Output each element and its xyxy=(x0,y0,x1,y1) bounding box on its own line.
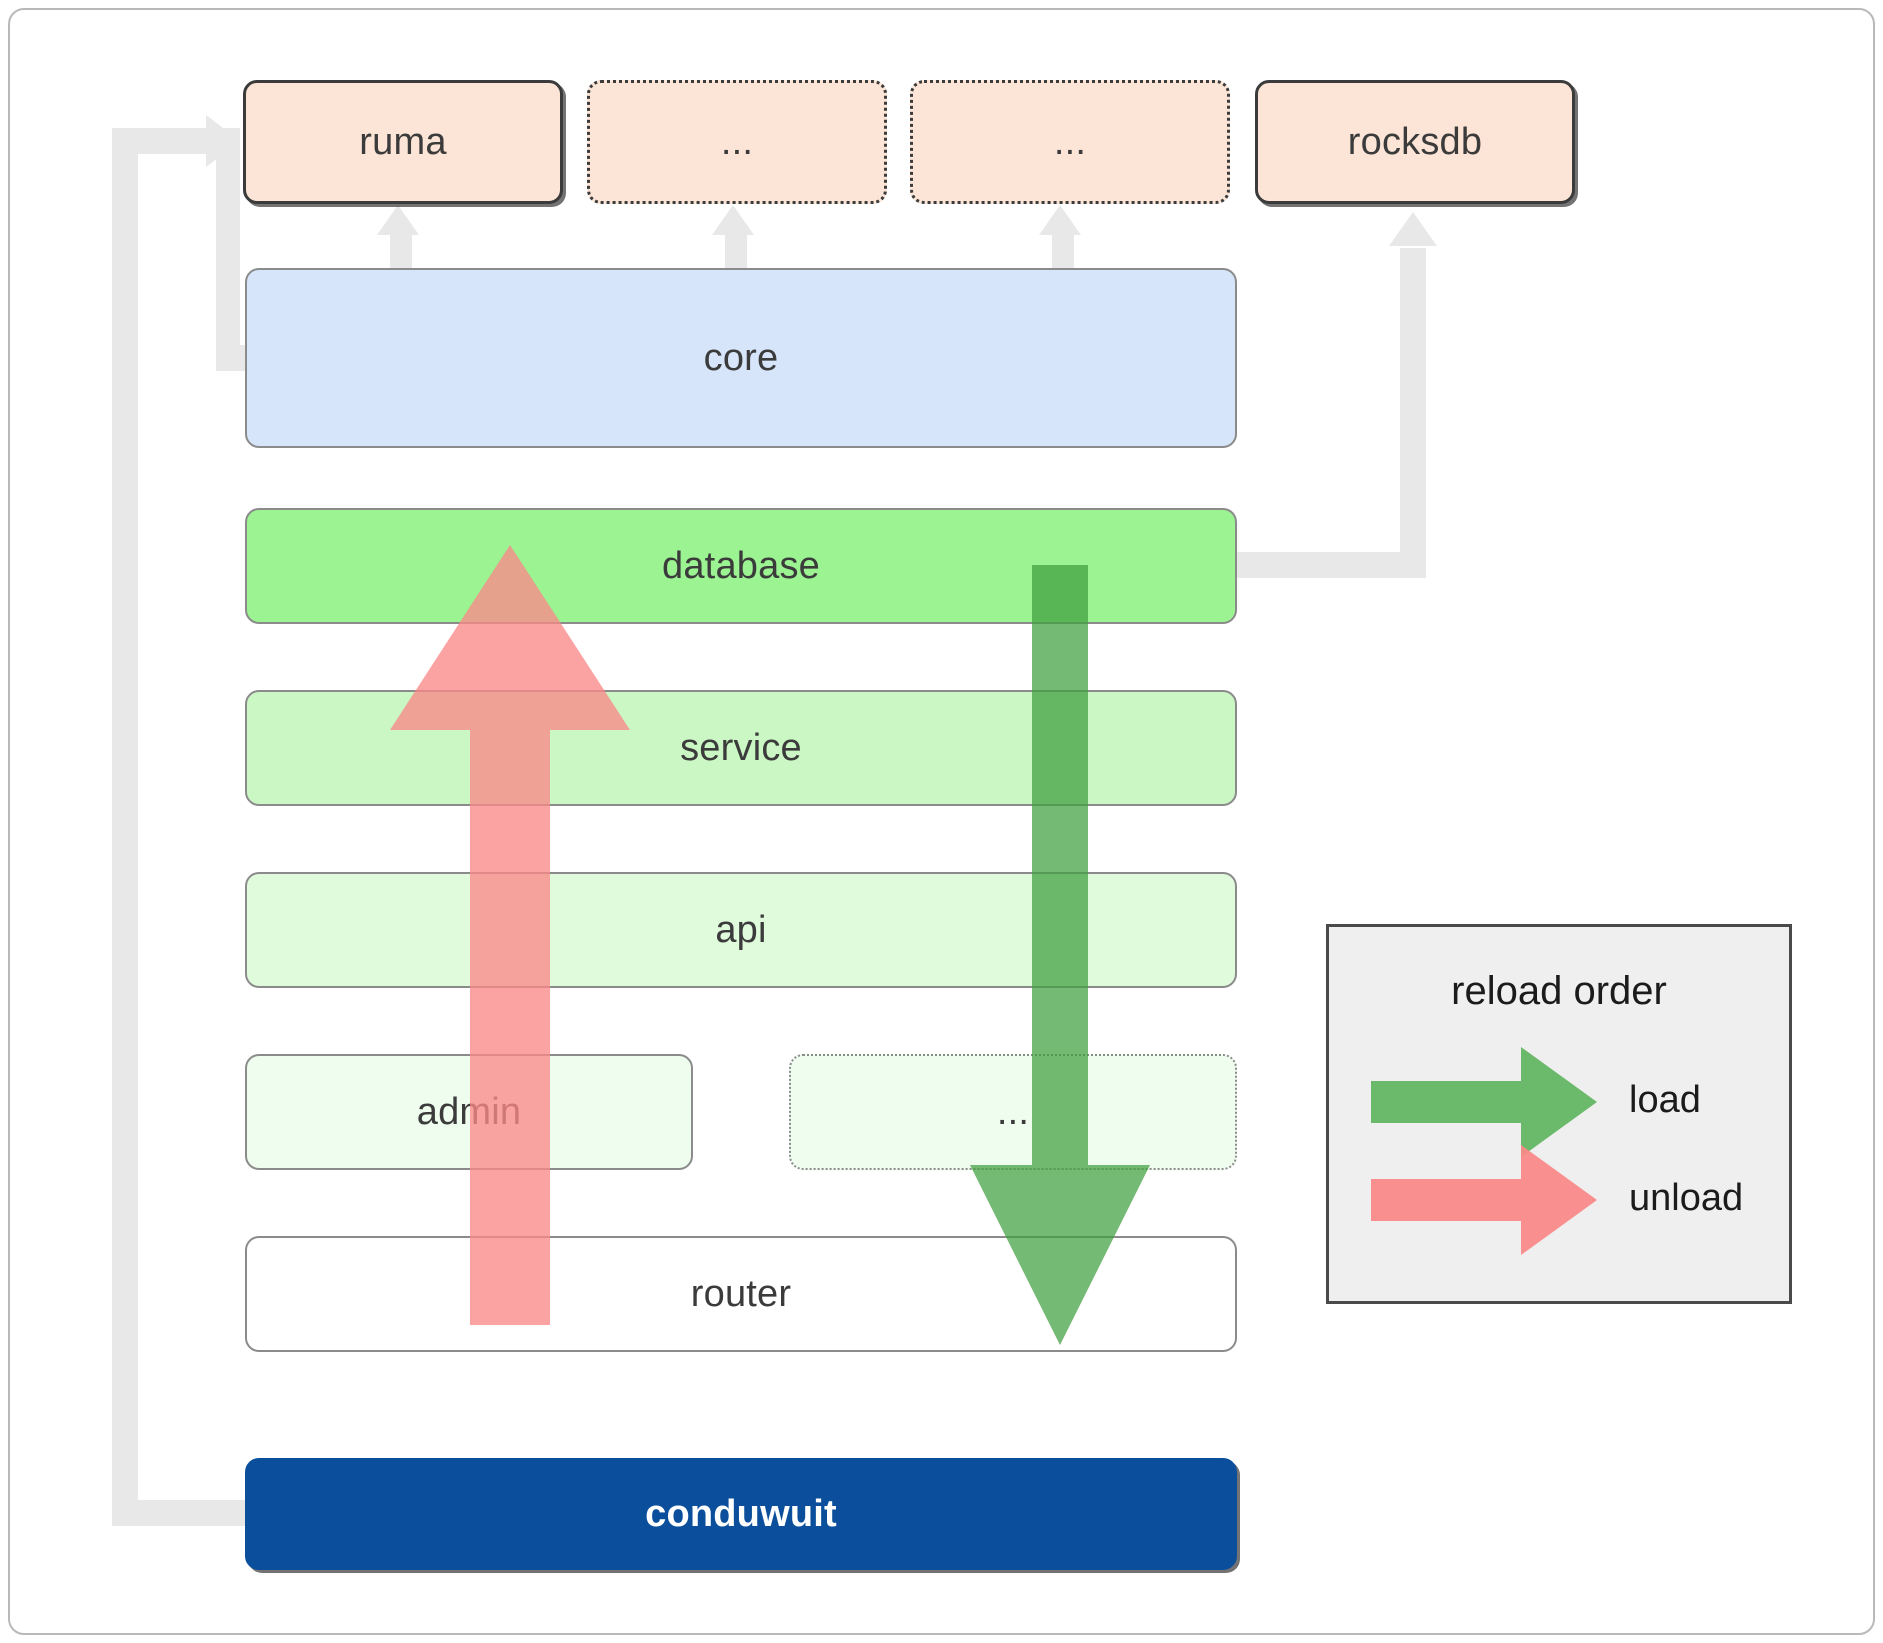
node-core[interactable]: core xyxy=(245,268,1237,448)
connector-core-to-dots2-head xyxy=(1039,205,1081,235)
legend-unload-label: unload xyxy=(1629,1177,1744,1219)
connector-arrowhead-rocksdb xyxy=(1389,212,1437,246)
node-rocksdb-label: rocksdb xyxy=(1347,120,1483,163)
load-arrow xyxy=(970,565,1150,1345)
node-router-label: router xyxy=(690,1272,792,1315)
diagram-frame xyxy=(8,8,1875,1635)
connector-left-spine-outer xyxy=(112,128,138,1526)
node-top-ellipsis-2-label: ... xyxy=(1053,120,1087,163)
node-top-ellipsis-1-label: ... xyxy=(720,120,754,163)
connector-database-to-rocksdb-v xyxy=(1400,248,1426,568)
connector-core-to-dots1-head xyxy=(712,205,754,235)
unload-arrow xyxy=(390,545,630,1325)
connector-spine-to-ruma xyxy=(112,128,212,154)
node-conduwuit-label: conduwuit xyxy=(645,1492,837,1535)
legend-title: reload order xyxy=(1451,969,1667,1013)
node-conduwuit[interactable]: conduwuit xyxy=(245,1458,1237,1570)
legend-load-arrow xyxy=(1371,1047,1597,1157)
legend-load-label: load xyxy=(1629,1079,1701,1121)
node-database-label: database xyxy=(662,544,820,587)
legend-panel: reload order load unload xyxy=(1326,924,1792,1304)
node-core-label: core xyxy=(703,336,779,379)
connector-core-to-ruma-stem xyxy=(390,230,412,270)
connector-core-to-dots1-stem xyxy=(725,230,747,270)
node-api-label: api xyxy=(715,908,767,951)
node-top-ellipsis-1[interactable]: ... xyxy=(587,80,887,204)
node-rocksdb[interactable]: rocksdb xyxy=(1255,80,1575,204)
connector-core-to-dots2-stem xyxy=(1052,230,1074,270)
node-ruma-label: ruma xyxy=(359,120,447,163)
node-top-ellipsis-2[interactable]: ... xyxy=(910,80,1230,204)
node-stack-ellipsis-label: ... xyxy=(996,1090,1030,1133)
connector-spine-inner xyxy=(216,128,240,358)
node-service-label: service xyxy=(680,726,802,769)
connector-core-to-ruma-head xyxy=(377,205,419,235)
node-ruma[interactable]: ruma xyxy=(243,80,563,204)
connector-database-to-rocksdb-h xyxy=(1236,552,1426,578)
legend-unload-arrow xyxy=(1371,1145,1597,1255)
